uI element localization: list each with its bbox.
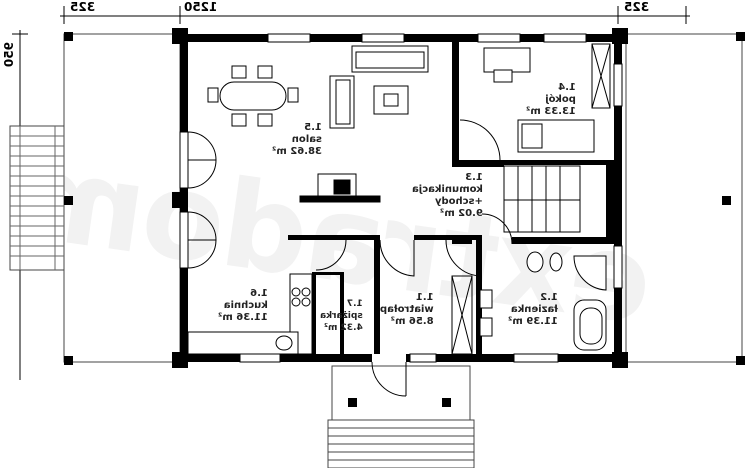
kitchen <box>187 273 313 355</box>
wardrobe <box>451 275 473 355</box>
posts <box>64 32 745 407</box>
dim-top-left: 325 <box>70 0 96 14</box>
bedroom-furniture <box>483 43 611 153</box>
entrance-door <box>372 352 406 364</box>
dim-top-right: 325 <box>624 0 650 14</box>
room-label-pokoj: 1.4 pokój 13.33 m² <box>526 82 576 117</box>
room-label-komunikacja: 1.3 komunikacja +schody 9.02 m² <box>412 172 483 219</box>
dining-table <box>207 65 299 127</box>
fireplace <box>299 173 381 203</box>
room-label-kuchnia: 1.6 kuchnia 11.36 m² <box>218 288 268 323</box>
dim-top-middle: 1250 <box>184 0 218 14</box>
room-label-lazienka: 1.2 łazienka 11.39 m² <box>508 292 558 327</box>
entrance-stairs <box>327 365 475 468</box>
room-label-wiatrolap: 1.1 wiatrołap 8.56 m² <box>380 292 434 327</box>
interior-walls <box>288 42 614 354</box>
right-terrace <box>625 33 743 363</box>
sofas <box>329 45 429 129</box>
inner-doors <box>315 119 513 277</box>
bathroom-fixtures <box>479 251 607 351</box>
left-terrace <box>9 33 181 363</box>
dim-left: 950 <box>2 42 16 68</box>
wall-corners <box>172 28 628 368</box>
terrace-doors <box>187 131 217 269</box>
room-label-salon: 1.5 salon 38.62 m² <box>272 122 322 157</box>
stairs <box>503 165 581 233</box>
windows <box>179 33 623 363</box>
room-label-spizarka: 1.7 spiżarka 4.32 m² <box>320 299 363 333</box>
